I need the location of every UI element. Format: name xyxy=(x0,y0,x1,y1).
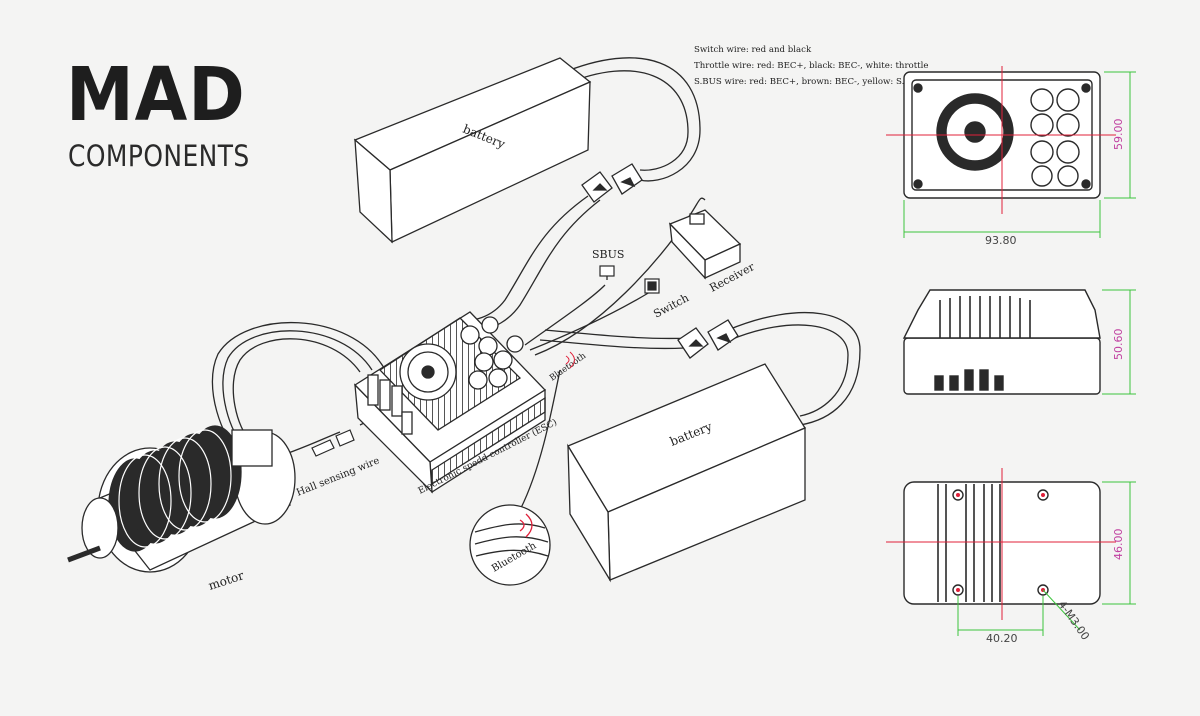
battery-top xyxy=(353,57,592,244)
brand-title: MAD xyxy=(66,52,246,138)
wire-note-switch: Switch wire: red and black xyxy=(694,45,812,55)
motor xyxy=(67,425,296,573)
sbus-plug xyxy=(599,265,615,277)
dim-bottom-spacing: 40.20 xyxy=(986,632,1018,645)
dim-top-height: 59.00 xyxy=(1112,119,1125,151)
dim-side-height: 50.60 xyxy=(1112,329,1125,361)
hall-label: Hall sensing wire xyxy=(295,455,381,498)
wires xyxy=(211,57,861,511)
bluetooth-esc-label: Bluetooth xyxy=(548,351,589,384)
sbus-label: SBUS xyxy=(592,248,624,261)
hall-connector xyxy=(311,429,355,457)
bluetooth-esc-icon xyxy=(565,351,575,369)
connector-top xyxy=(581,163,643,203)
brand-subtitle: COMPONENTS xyxy=(68,139,250,173)
wire-note-sbus: S.BUS wire: red: BEC+, brown: BEC-, yell… xyxy=(694,77,924,87)
switch xyxy=(644,278,660,294)
wire-notes: Switch wire: red and black Throttle wire… xyxy=(694,42,928,90)
esc xyxy=(353,311,547,494)
view-top xyxy=(903,71,1101,199)
bluetooth-zoom xyxy=(469,504,551,586)
view-top-dimensions: 93.80 59.00 xyxy=(886,66,1136,247)
receiver xyxy=(668,209,742,280)
switch-label: Switch xyxy=(651,291,691,320)
dim-bottom-height: 46.00 xyxy=(1112,529,1125,561)
view-side xyxy=(902,289,1101,395)
motor-label: motor xyxy=(207,568,246,593)
view-side-dimensions: 50.60 xyxy=(1102,289,1136,395)
wire-note-throttle: Throttle wire: red: BEC+, black: BEC-, w… xyxy=(694,61,929,71)
dim-bottom-holes: 4-M3.00 xyxy=(1056,598,1092,642)
dim-top-width: 93.80 xyxy=(985,234,1017,247)
connector-bottom xyxy=(677,319,739,359)
battery-bottom xyxy=(567,363,806,583)
